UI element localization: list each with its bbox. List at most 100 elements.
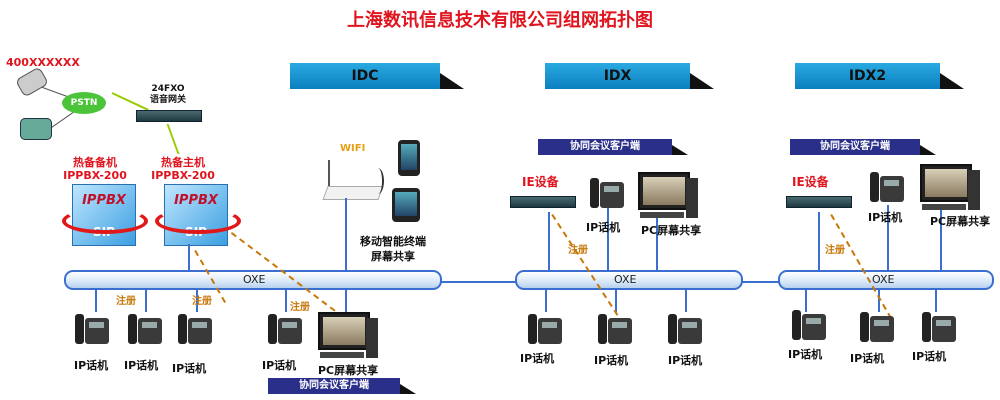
oxe-bus-idx2: [778, 270, 994, 290]
collab-banner-idx: 协同会议客户端: [538, 139, 688, 155]
oxe-label: OXE: [614, 273, 637, 286]
desk-phone-icon: [20, 118, 52, 140]
mobile-terminal-label: 移动智能终端屏幕共享: [360, 234, 426, 264]
wifi-label: WIFI: [340, 143, 366, 154]
sync-arrow-icon: [62, 208, 148, 234]
ippbx-backup-role: 热备备机: [73, 156, 117, 169]
gateway-type: 语音网关: [150, 95, 187, 105]
pc-icon: [920, 164, 980, 212]
oxe-label: OXE: [872, 273, 895, 286]
tablet-icon: [392, 188, 420, 222]
ip-phone-icon: [792, 310, 826, 340]
ip-phone-icon: [268, 314, 302, 344]
ip-phone-label: IP话机: [520, 352, 555, 365]
ip-phone-icon: [668, 314, 702, 344]
collab-banner-idc: 协同会议客户端: [268, 378, 416, 394]
ip-phone-icon: [870, 172, 904, 202]
ip-phone-icon: [528, 314, 562, 344]
site-banner-idc: IDC: [290, 63, 464, 89]
gateway-model: 24FXO: [151, 84, 185, 94]
ip-phone-label: IP话机: [262, 359, 297, 372]
oxe-label: OXE: [243, 273, 266, 286]
ip-phone-label: IP话机: [868, 211, 903, 224]
ie-device-icon: [786, 196, 852, 208]
link-line: [196, 290, 198, 312]
antenna-icon: [328, 160, 330, 186]
ie-device-label: IE设备: [522, 175, 559, 189]
ie-device-label: IE设备: [792, 175, 829, 189]
ip-phone-label: IP话机: [586, 221, 621, 234]
link-line: [285, 290, 287, 312]
pc-icon: [638, 172, 698, 220]
register-arrow: [830, 214, 892, 319]
ip-phone-icon: [598, 314, 632, 344]
sync-arrow-icon: [155, 208, 241, 234]
pstn-cloud: PSTN: [62, 92, 106, 114]
register-label: 注册: [825, 245, 845, 256]
ip-phone-label: IP话机: [668, 354, 703, 367]
ip-phone-icon: [178, 314, 212, 344]
link-line: [548, 212, 550, 272]
ippbx-backup-model: IPPBX-200: [63, 169, 127, 182]
register-label: 注册: [192, 296, 212, 307]
oxe-bus-idx: [515, 270, 743, 290]
ip-phone-label: IP话机: [912, 350, 947, 363]
ippbx-main-role: 热备主机: [161, 156, 205, 169]
ip-phone-label: IP话机: [788, 348, 823, 361]
mobile-terminal-subtitle: 屏幕共享: [371, 250, 415, 263]
link-line: [878, 290, 880, 312]
link-line: [145, 290, 147, 312]
link-line: [607, 205, 609, 272]
link-line: [39, 86, 69, 98]
link-line: [345, 198, 347, 272]
site-banner-idx: IDX: [545, 63, 714, 89]
link-line: [935, 290, 937, 312]
pc-share-label: PC屏幕共享: [641, 224, 702, 237]
link-line: [345, 290, 347, 312]
ip-phone-label: IP话机: [74, 359, 109, 372]
page-title: 上海数讯信息技术有限公司组网拓扑图: [347, 10, 653, 31]
pc-share-label: PC屏幕共享: [930, 215, 991, 228]
link-line: [818, 212, 820, 272]
ip-phone-label: IP话机: [124, 359, 159, 372]
pstn-number: 400XXXXXX: [6, 56, 80, 69]
link-line: [685, 290, 687, 312]
link-line: [615, 290, 617, 312]
ippbx-brand: IPPBX: [82, 193, 126, 208]
link-line: [805, 290, 807, 312]
ip-phone-label: IP话机: [850, 352, 885, 365]
register-label: 注册: [116, 296, 136, 307]
link-line: [188, 244, 190, 272]
mobile-phone-icon: [14, 66, 50, 98]
smartphone-icon: [398, 140, 420, 176]
pc-share-label: PC屏幕共享: [318, 364, 379, 377]
link-line: [545, 290, 547, 312]
ip-phone-label: IP话机: [594, 354, 629, 367]
wireless-signal-icon: [372, 168, 384, 194]
link-line: [656, 218, 658, 272]
voice-gateway-icon: [136, 110, 202, 122]
ip-phone-icon: [590, 178, 624, 208]
ip-phone-label: IP话机: [172, 362, 207, 375]
link-line: [50, 110, 76, 129]
oxe-bus-idc: [64, 270, 442, 290]
ippbx-brand: IPPBX: [174, 193, 218, 208]
ippbx-main-model: IPPBX-200: [151, 169, 215, 182]
collab-banner-idx2: 协同会议客户端: [790, 139, 936, 155]
ip-phone-icon: [128, 314, 162, 344]
link-line: [95, 290, 97, 312]
ip-phone-icon: [75, 314, 109, 344]
link-line: [887, 205, 889, 272]
gateway-link-icon: [166, 124, 184, 154]
pc-icon: [318, 312, 378, 360]
ip-phone-icon: [860, 312, 894, 342]
mobile-terminal-title: 移动智能终端: [360, 235, 426, 248]
ie-device-icon: [510, 196, 576, 208]
site-banner-idx2: IDX2: [795, 63, 964, 89]
register-label: 注册: [290, 302, 310, 313]
link-line: [940, 210, 942, 272]
register-label: 注册: [568, 245, 588, 256]
